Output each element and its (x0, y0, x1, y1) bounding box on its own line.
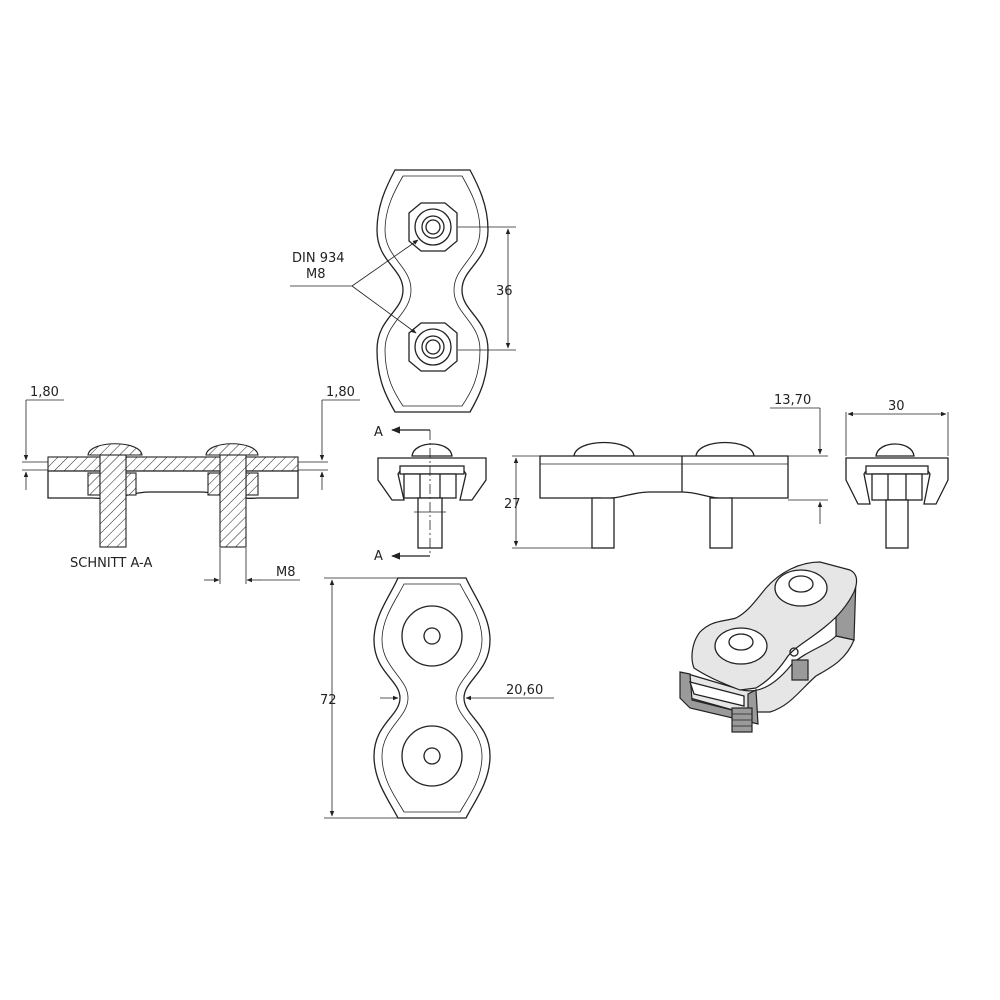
bolt-shank-left (99, 454, 127, 548)
hex-nut-upper (408, 202, 458, 252)
iso-bolt-head-upper (774, 569, 828, 607)
bolt-hole-lower (401, 725, 463, 787)
bolt-head-left (87, 443, 143, 456)
front-view-body (539, 455, 789, 499)
length-dimension: 72 (320, 693, 337, 708)
bolt-shank-right (219, 454, 247, 548)
iso-top-plate (691, 561, 858, 691)
top-view: DIN 934 M8 36 (290, 169, 516, 413)
iso-bolt-head-lower (714, 627, 768, 665)
bolt-hole-upper (401, 605, 463, 667)
nut-standard-label: DIN 934 (292, 251, 345, 266)
section-body (47, 470, 299, 499)
wall-left-dimension: 1,80 (30, 385, 59, 400)
front-view: 27 13,70 (504, 393, 828, 549)
bottom-view-body (373, 577, 491, 819)
top-view-inner-edge (384, 175, 481, 407)
top-view-body-outline (376, 169, 489, 413)
side-view-small: A A (374, 425, 487, 564)
section-label: SCHNITT A-A (70, 556, 152, 571)
right-side-view: 30 (845, 399, 949, 549)
width-dimension: 30 (888, 399, 905, 414)
wall-right-dimension: 1,80 (326, 385, 355, 400)
hex-nut-lower (408, 322, 458, 372)
plate-top-dimension: 13,70 (774, 393, 811, 408)
section-a-a: 1,80 1,80 SCHNITT A-A M8 (22, 385, 360, 584)
isometric-view (679, 561, 858, 733)
section-marker-top: A (374, 425, 383, 440)
section-marker-bottom: A (374, 549, 383, 564)
waist-width-dimension: 20,60 (506, 683, 543, 698)
bolt-spacing-dimension: 36 (496, 284, 513, 299)
nut-size-label: M8 (306, 267, 326, 282)
bottom-view: 72 20,60 (320, 577, 554, 819)
bolt-size-dimension: M8 (276, 565, 296, 580)
bolt-head-right (205, 443, 259, 456)
height-dimension: 27 (504, 497, 521, 512)
